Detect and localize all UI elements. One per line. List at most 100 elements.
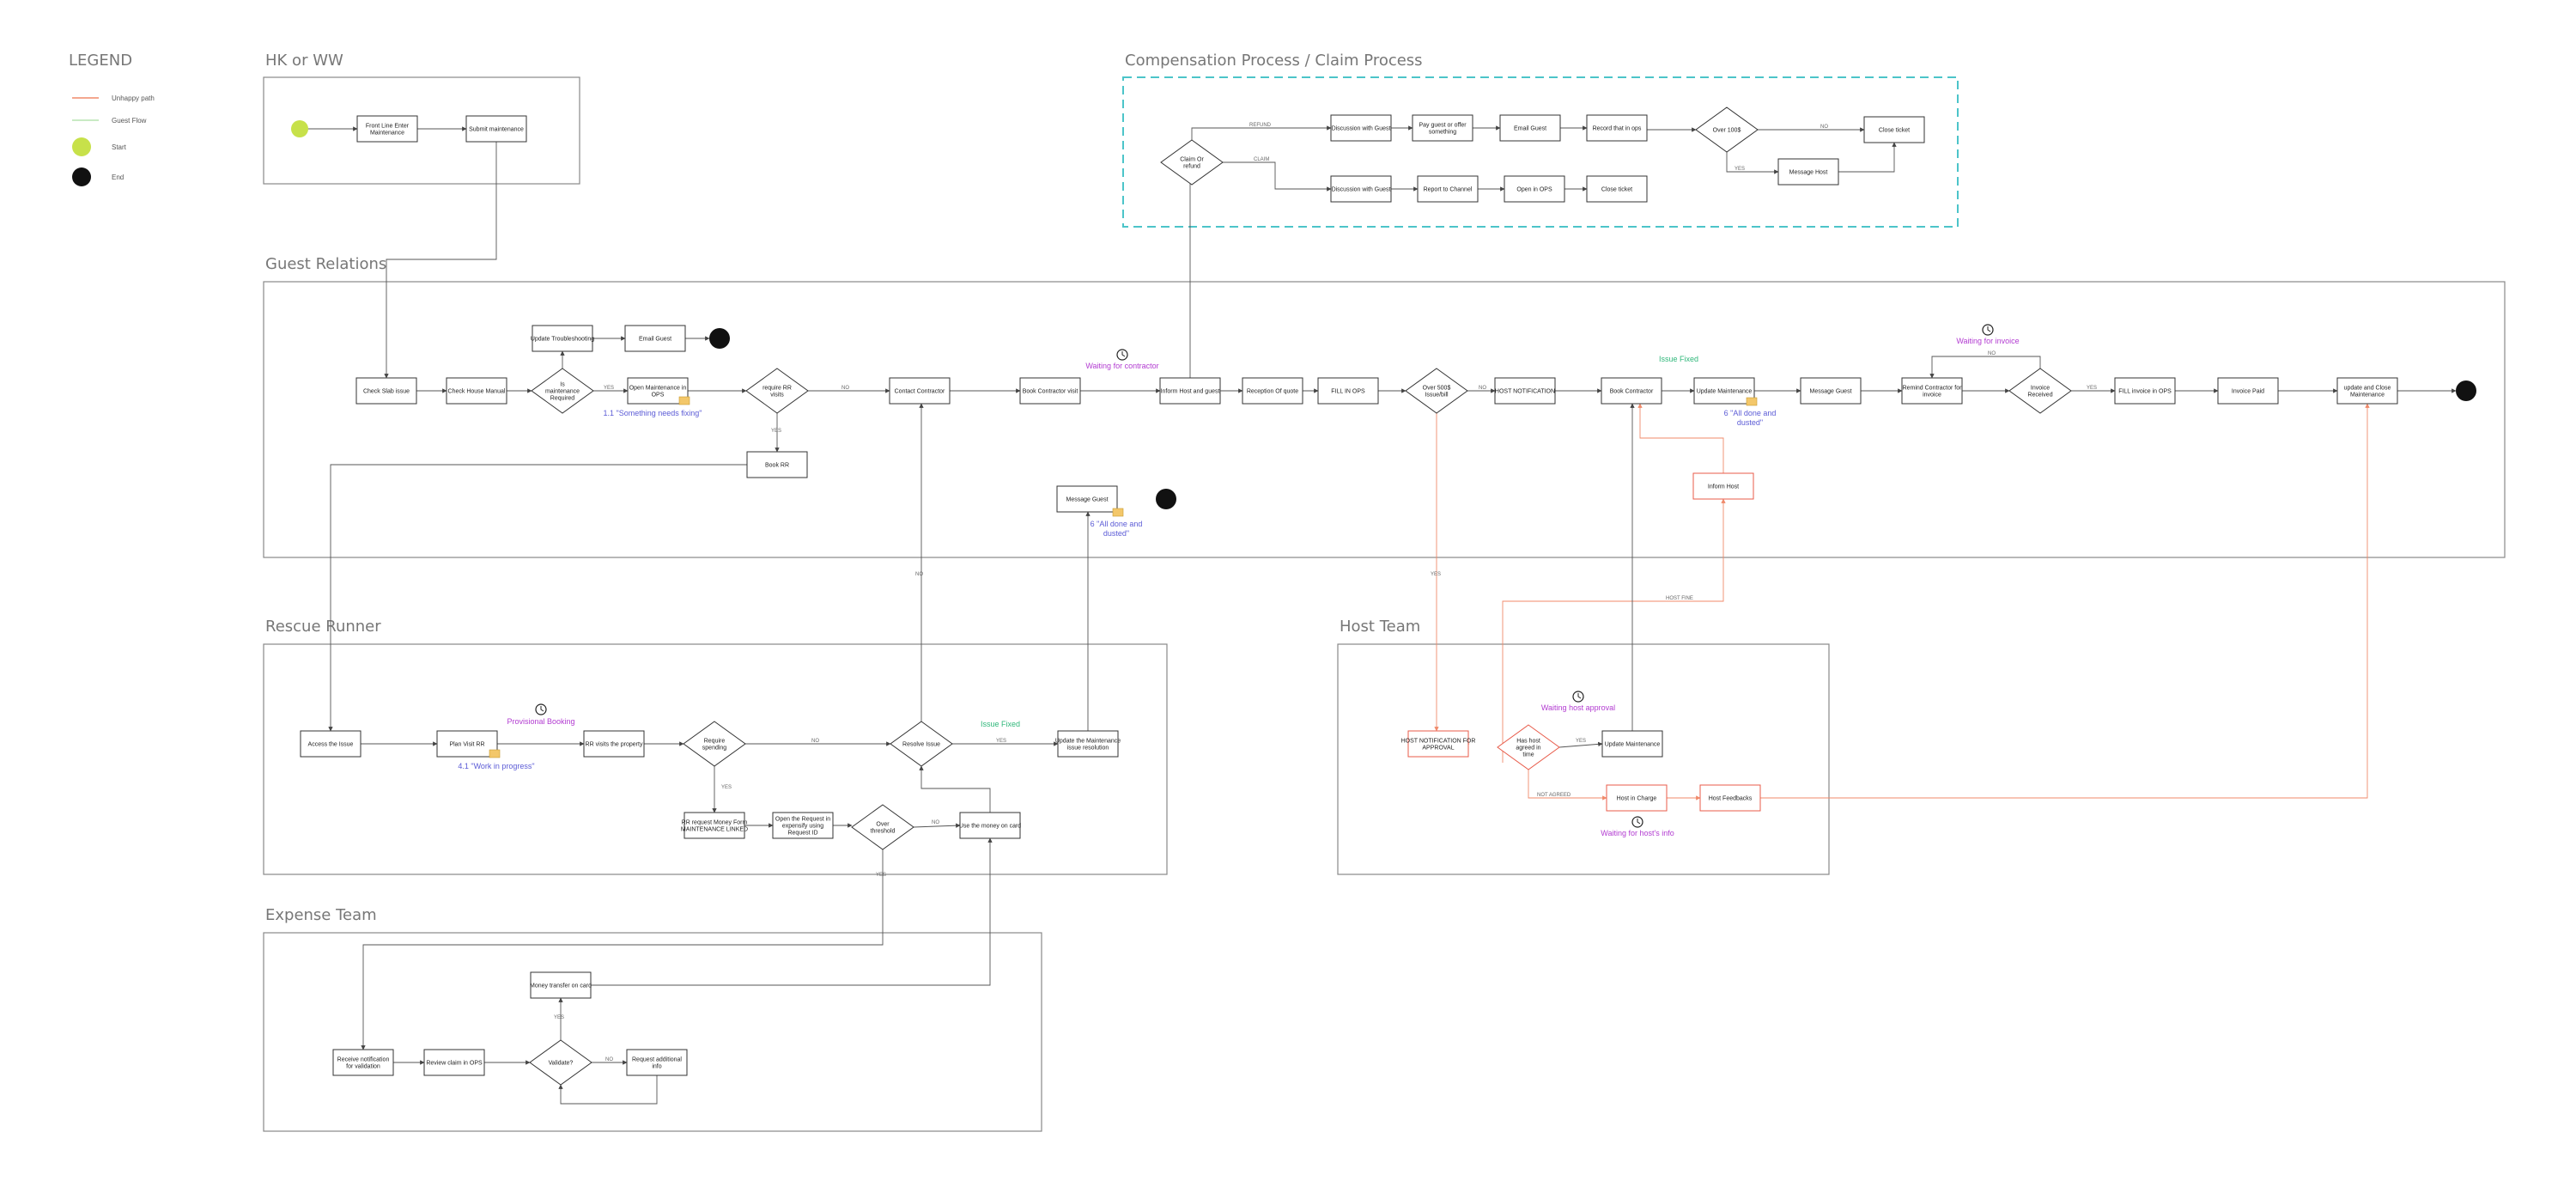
node-cp-disc2-shape [1330, 175, 1392, 203]
node-gr-contact-label: Contact Contractor [895, 389, 945, 395]
node-gr-bookvisit: Book Contractor visit [1019, 377, 1081, 405]
node-ht-charge-label: Host in Charge [1617, 796, 1657, 802]
node-cp-record-label: Record that in ops [1593, 126, 1642, 132]
note-icon [1112, 508, 1124, 517]
lane-hk-title: HK or WW [265, 52, 343, 70]
node-ht-updmaint: Update Maintenance [1601, 730, 1663, 758]
node-rr-use-shape [959, 812, 1021, 839]
node-gr-check-label: Check Slab issue [363, 389, 410, 395]
lane-gr-box [263, 281, 2506, 558]
edge-label-yes: YES [876, 873, 886, 878]
node-gr-invoicerec-shape [2008, 368, 2072, 414]
clock-icon [1116, 349, 1128, 361]
node-et-money-shape [530, 971, 592, 999]
end-icon [1156, 489, 1176, 509]
edge-label-not_agreed: NOT AGREED [1537, 793, 1571, 798]
node-hk-submit-label: Submit maintenance [469, 127, 524, 133]
node-ht-notif-shape [1407, 730, 1469, 758]
node-rr-use-label: Use the money on card [959, 824, 1021, 830]
lane-et-title: Expense Team [265, 906, 377, 924]
node-et-money: Money transfer on card [530, 971, 592, 999]
node-gr-informhost: Inform Host [1692, 472, 1754, 500]
node-rr-request-shape [683, 812, 745, 839]
node-cp-pay-shape [1412, 114, 1473, 142]
node-cp-email-label: Email Guest [1514, 126, 1546, 132]
node-gr-update: Update Troubleshooting [531, 325, 594, 352]
clock-icon [1982, 324, 1994, 336]
node-rr-resolve: Resolve Issue [890, 721, 953, 767]
edge-label-yes: YES [1576, 739, 1586, 744]
node-gr-email-shape [624, 325, 686, 352]
node-cp-open-label: Open in OPS [1516, 187, 1552, 193]
node-gr-over500-shape [1405, 368, 1468, 414]
node-gr-manual-label: Check House Manual [448, 389, 506, 395]
node-gr-bookcon-label: Book Contractor [1610, 389, 1654, 395]
node-cp-record: Record that in ops [1586, 114, 1648, 142]
node-rr-use: Use the money on card [959, 812, 1021, 839]
connector-56 [919, 765, 991, 813]
node-rr-access-shape [300, 730, 361, 758]
node-rr-visits-shape [583, 730, 645, 758]
node-hk-submit: Submit maintenance [465, 115, 527, 143]
node-gr-check: Check Slab issue [355, 377, 417, 405]
edge-label-yes: YES [771, 429, 781, 434]
lane-hk-box [263, 76, 580, 185]
node-rr-openreq-shape [772, 812, 834, 839]
connector-55 [913, 823, 961, 828]
node-rr-plan-shape [436, 730, 498, 758]
node-cp-report: Report to Channel [1417, 175, 1479, 203]
annotation-issue-fixed-2: Issue Fixed [981, 720, 1020, 728]
node-gr-bookrr: Book RR [746, 451, 808, 478]
note-icon [1746, 397, 1758, 406]
node-gr-fill-label: FILL IN OPS [1331, 389, 1365, 395]
node-cp-msghost-shape [1777, 158, 1839, 186]
connector-3 [1191, 125, 1332, 140]
node-cp-disc2-label: Discussion with Guest [1332, 187, 1391, 193]
clock-icon [535, 703, 547, 715]
connector-62 [1760, 403, 2370, 799]
clock-icon [1572, 691, 1584, 703]
node-cp-report-label: Report to Channel [1424, 187, 1473, 193]
lane-comp-box [1122, 76, 1959, 228]
connector-57 [361, 849, 884, 1050]
annotation-wait-contractor: Waiting for contractor [1085, 362, 1158, 370]
node-gr-update-label: Update Troubleshooting [531, 337, 594, 343]
node-rr-updmaint-shape [1057, 730, 1119, 758]
connector-69 [591, 837, 993, 986]
node-cp-open-shape [1504, 175, 1565, 203]
node-cp-email-shape [1499, 114, 1561, 142]
annotation-issue-fixed-1: Issue Fixed [1659, 355, 1698, 363]
legend-start-swatch [72, 137, 91, 156]
node-gr-invpaid-label: Invoice Paid [2232, 389, 2264, 395]
node-gr-over500-label: Over 500$Issue/bill [1423, 386, 1451, 399]
node-gr-hostnotif-shape [1494, 377, 1556, 405]
node-rr-plan: Plan Visit RR [436, 730, 498, 758]
node-gr-email: Email Guest [624, 325, 686, 352]
lane-gr-title: Guest Relations [265, 255, 386, 273]
edge-label-no: NO [811, 739, 819, 744]
node-gr-informhost-label: Inform Host [1708, 484, 1739, 490]
node-et-validate-label: Validate? [549, 1061, 574, 1067]
node-gr-maint-shape [531, 368, 594, 414]
lane-rr-title: Rescue Runner [265, 618, 381, 636]
node-gr-msgguest1-shape [1800, 377, 1862, 405]
node-gr-updmaint-label: Update Maintenance [1697, 389, 1753, 395]
node-rr-resolve-label: Resolve Issue [902, 742, 940, 748]
edge-label-no: NO [605, 1057, 613, 1062]
